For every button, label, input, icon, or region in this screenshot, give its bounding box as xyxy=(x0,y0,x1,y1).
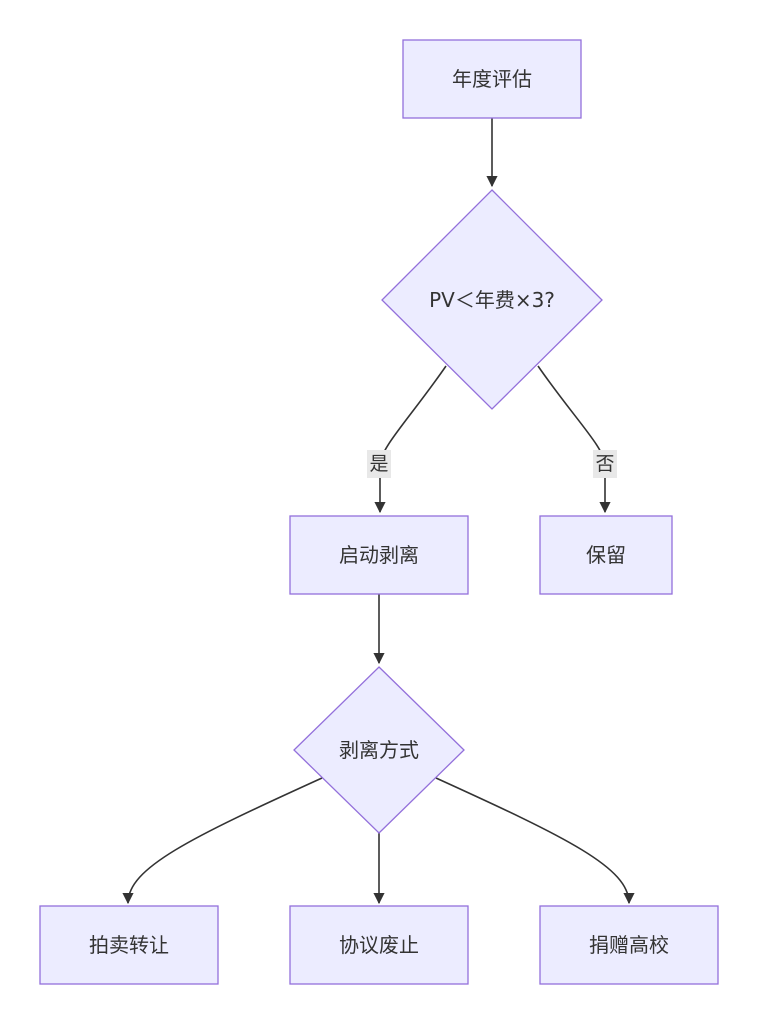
node-start-divest-label: 启动剥离 xyxy=(339,543,419,567)
node-annual-review-label: 年度评估 xyxy=(452,67,532,91)
node-decision-pv: PV＜年费×3? xyxy=(381,189,603,410)
edge-method-to-donate xyxy=(435,777,635,905)
node-donate-university: 捐赠高校 xyxy=(539,905,719,985)
edge-decision-to-keep xyxy=(537,365,611,514)
edge-label-yes: 是 xyxy=(367,450,391,478)
edge-method-to-auction xyxy=(122,777,323,905)
node-divest-method-label: 剥离方式 xyxy=(339,738,419,762)
node-auction-transfer-label: 拍卖转让 xyxy=(89,933,169,957)
node-keep-label: 保留 xyxy=(586,543,626,567)
edge-decision-to-start-divest xyxy=(374,365,447,514)
edge-label-no-text: 否 xyxy=(595,453,614,475)
node-agreed-abandon: 协议废止 xyxy=(289,905,469,985)
node-donate-university-label: 捐赠高校 xyxy=(589,933,669,957)
node-keep: 保留 xyxy=(539,515,673,595)
edge-label-no: 否 xyxy=(593,450,617,478)
node-divest-method: 剥离方式 xyxy=(293,666,465,834)
edge-label-yes-text: 是 xyxy=(369,453,388,475)
node-auction-transfer: 拍卖转让 xyxy=(39,905,219,985)
node-agreed-abandon-label: 协议废止 xyxy=(339,933,419,957)
node-decision-pv-label: PV＜年费×3? xyxy=(429,288,555,312)
node-start-divest: 启动剥离 xyxy=(289,515,469,595)
node-annual-review: 年度评估 xyxy=(402,39,582,119)
